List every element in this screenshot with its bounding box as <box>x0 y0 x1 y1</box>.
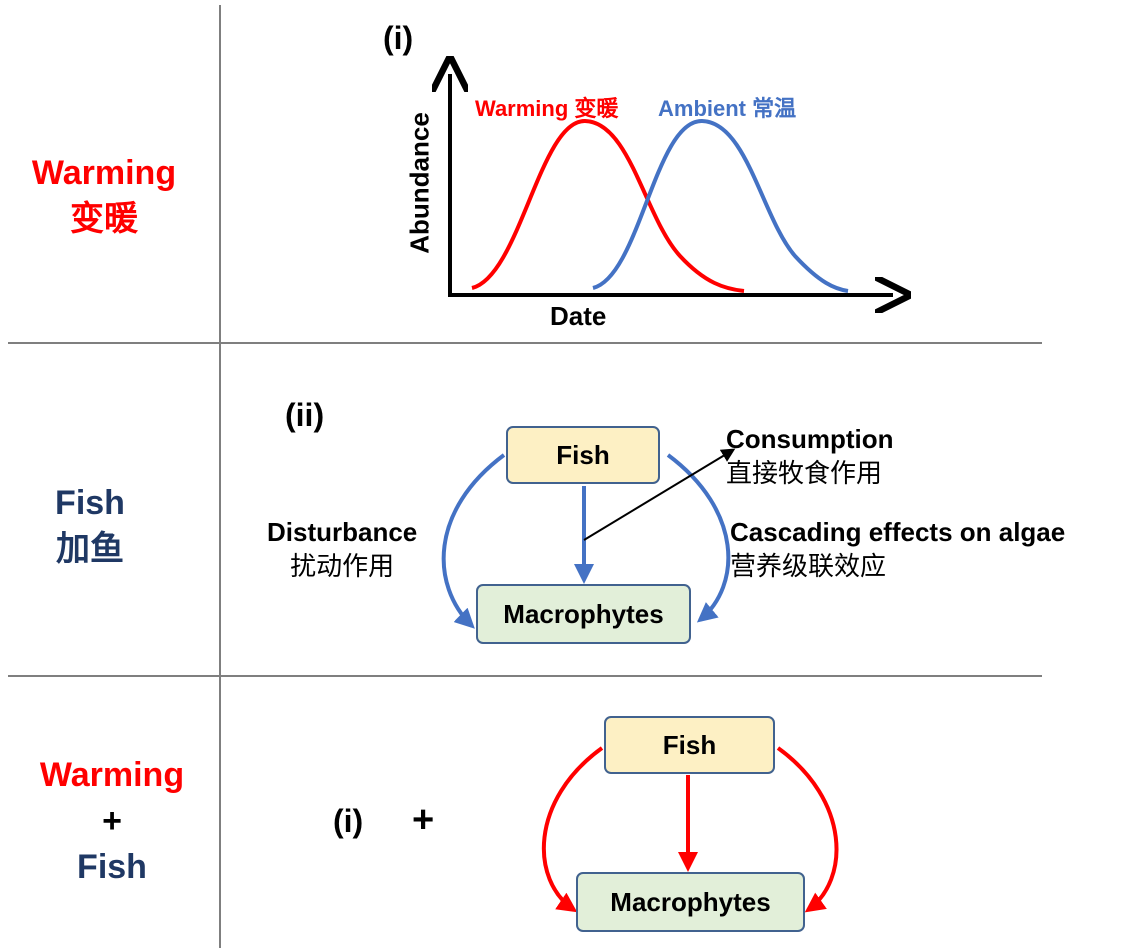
row-label-combined-warming: Warming <box>39 756 185 794</box>
cascading-caption: Cascading effects on algae 营养级联效应 <box>730 515 1065 583</box>
legend-warming: Warming 变暖 <box>475 96 619 121</box>
fish-box-label: Fish <box>556 439 610 470</box>
fish-box: Fish <box>506 426 660 484</box>
disturbance-arrow <box>441 453 506 629</box>
ambient-curve <box>592 118 849 293</box>
macrophytes-box-combined-label: Macrophytes <box>610 886 771 917</box>
disturbance-zh: 扰动作用 <box>290 551 395 581</box>
consumption-en: Consumption <box>726 424 894 454</box>
macrophytes-box-label: Macrophytes <box>503 598 664 629</box>
row-label-fish-en: Fish <box>55 484 125 522</box>
cascading-en: Cascading effects on algae <box>730 517 1066 547</box>
fish-box-combined: Fish <box>604 716 775 774</box>
row-label-combined-fish: Fish <box>77 848 147 886</box>
row-label-fish: Fish 加鱼 <box>0 480 180 572</box>
row-label-combined-plus: + <box>102 802 122 840</box>
panel-ii-tag: (ii) <box>285 397 325 433</box>
consumption-zh: 直接牧食作用 <box>726 458 883 488</box>
disturbance-en: Disturbance <box>267 517 418 547</box>
panel-i-tag: (i) <box>383 20 414 56</box>
consumption-caption: Consumption 直接牧食作用 <box>726 422 894 490</box>
row-label-warming: Warming 变暖 <box>14 150 194 242</box>
x-axis-label: Date <box>550 301 607 331</box>
macrophytes-box-combined: Macrophytes <box>576 872 805 932</box>
right-arrow-red <box>776 746 839 913</box>
fish-box-combined-label: Fish <box>662 729 717 760</box>
left-arrow-red <box>541 746 604 913</box>
row-label-warming-zh: 变暖 <box>70 200 138 238</box>
row-label-combined: Warming + Fish <box>22 752 202 890</box>
warming-curve <box>471 118 745 293</box>
disturbance-caption: Disturbance 扰动作用 <box>267 515 417 583</box>
row-label-warming-en: Warming <box>31 154 177 192</box>
consumption-pointer <box>583 448 736 541</box>
legend-ambient: Ambient 常温 <box>658 96 797 121</box>
row-label-fish-zh: 加鱼 <box>56 530 124 568</box>
macrophytes-box: Macrophytes <box>476 584 691 644</box>
panel-iii-tag: (i) <box>333 803 364 839</box>
panel-iii-plus: + <box>412 799 435 841</box>
cascading-zh: 营养级联效应 <box>730 551 887 581</box>
